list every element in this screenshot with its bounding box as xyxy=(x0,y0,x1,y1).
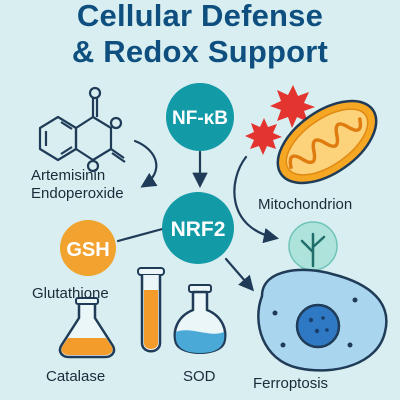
mitochondrion-icon xyxy=(276,99,378,185)
ros-star-icons xyxy=(245,85,315,155)
catalase-label: Catalase xyxy=(46,368,106,385)
mitochondrion-label: Mitochondrion xyxy=(258,196,353,213)
sod-flask-icon xyxy=(173,284,227,354)
nrf2-label: NRF2 xyxy=(171,218,226,241)
arrows xyxy=(116,139,280,292)
nfkb-node: NF-κB xyxy=(166,83,234,151)
cell-icon xyxy=(257,268,388,372)
arrow-mitochondrion-to-cell xyxy=(233,155,280,244)
nrf2-node: NRF2 xyxy=(162,192,234,264)
nfkb-label: NF-κB xyxy=(172,108,228,129)
title-line-2: & Redox Support xyxy=(71,34,329,69)
arrow-artemisinin-to-endoperoxide xyxy=(133,139,158,188)
glutathione-label: Glutathione xyxy=(32,285,109,302)
artemisinin-label: Artemisinin xyxy=(31,167,106,184)
endoperoxide-label: Endoperoxide xyxy=(31,185,124,202)
ros-star-icon xyxy=(245,118,282,155)
test-tube-icon xyxy=(137,267,165,353)
title-line-1: Cellular Defense xyxy=(76,0,324,33)
gsh-label: GSH xyxy=(66,239,109,261)
sod-label: SOD xyxy=(183,368,216,385)
arrow-nrf2-to-ferroptosis xyxy=(224,257,255,292)
catalase-flask-icon xyxy=(58,297,116,359)
ferroptosis-label: Ferroptosis xyxy=(253,375,329,392)
line-gsh-to-nrf2 xyxy=(116,226,168,243)
plant-sprout-icon xyxy=(288,221,338,271)
ros-star-icon xyxy=(270,85,315,128)
artemisinin-molecule-icon xyxy=(38,86,126,173)
gsh-node: GSH xyxy=(60,220,116,276)
